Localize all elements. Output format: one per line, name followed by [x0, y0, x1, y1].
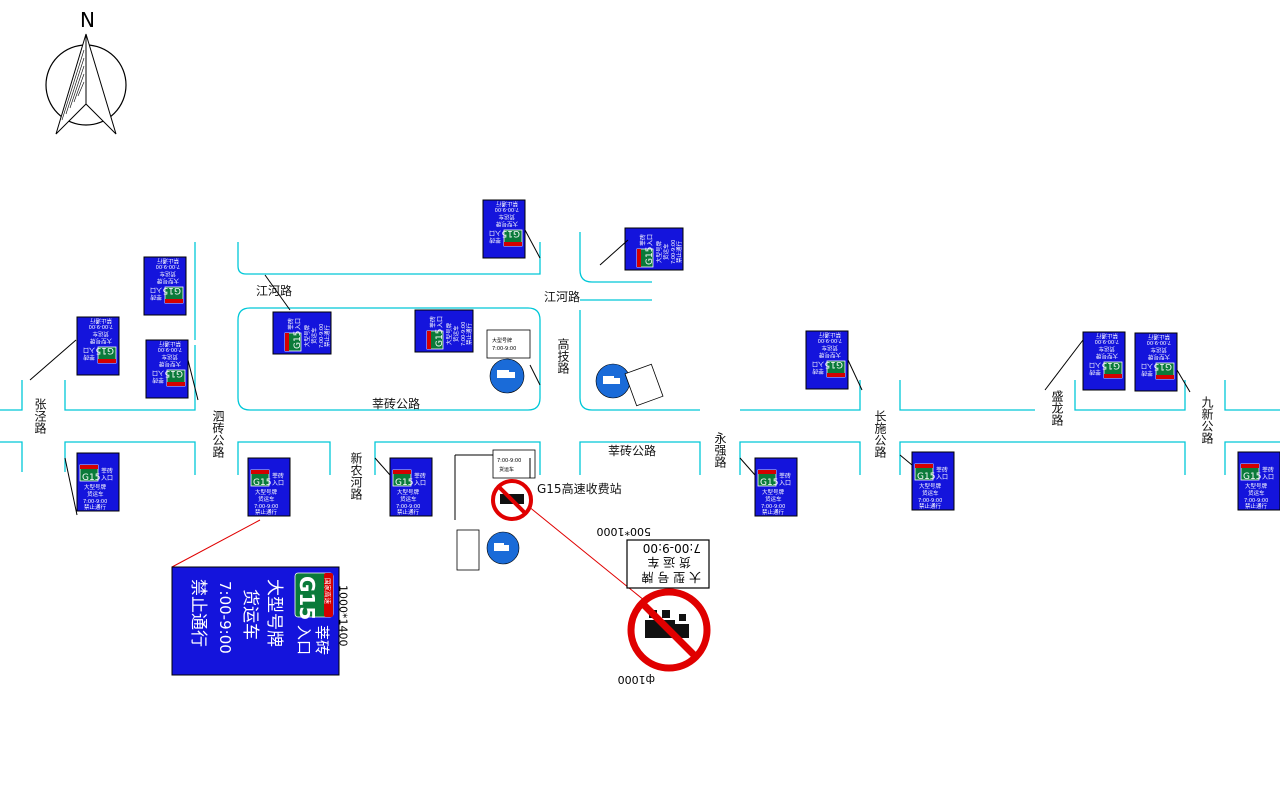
big-plate-line1: 大 型 号 牌	[642, 570, 701, 584]
leader-big-sign	[171, 519, 261, 568]
toll-station-text: G15高速收费站	[537, 481, 622, 496]
mini-sign-yongqiang-south	[754, 457, 798, 517]
mini-sign-changshi-south	[911, 451, 955, 511]
big-sign-badge-route: G15	[295, 576, 319, 620]
svg-text:大型号牌: 大型号牌	[492, 337, 512, 344]
toll-station-label: G15高速收费站	[537, 481, 622, 496]
big-plate-line2: 货 运 车	[647, 555, 691, 570]
compass-north-label: N	[80, 8, 95, 32]
mini-sign-xinnonghe-south	[389, 457, 433, 517]
north-arrow-compass: N	[45, 8, 127, 135]
svg-text:货运车: 货运车	[499, 466, 514, 473]
big-plate-size-label: 500*1000	[597, 525, 652, 538]
road-label-gaoji: 高技路	[556, 337, 570, 375]
big-auxiliary-plate: 大 型 号 牌 货 运 车 7:00-9:00	[626, 539, 710, 589]
road-label-shenglong: 盛龙路	[1050, 389, 1064, 427]
mini-sign-shenglong-north-a	[1082, 331, 1126, 391]
mini-sign-changshi-north	[805, 330, 849, 390]
sign-group-bottom	[64, 451, 1280, 517]
big-sign-line3: 7:00-9:00	[216, 581, 234, 654]
mini-sign-sizhuan-south	[247, 457, 291, 517]
mini-sign-sizhuan-north-b	[145, 339, 189, 399]
mini-sign-gaoji-north	[624, 227, 684, 271]
big-prohibit-size-label: ф1000	[618, 673, 655, 686]
road-label-xinnonghe: 新农河路	[349, 451, 363, 501]
big-sign-badge-top: 国家高速	[324, 578, 333, 605]
big-guide-sign: 国家高速 G15 莘砖 入口 大型号牌 货运车 7:00-9:00 禁止通行	[171, 566, 340, 676]
road-labels: 张泾路 泗砖公路 江河路 江河路 莘砖公路 莘砖公路 新农河路 高技路 永强路 …	[33, 283, 1214, 501]
road-label-jiuxin: 九新公路	[1200, 396, 1214, 445]
road-label-jianghe-right: 江河路	[544, 289, 580, 304]
svg-text:7:00-9:00: 7:00-9:00	[497, 458, 521, 464]
small-symbols: 大型号牌 7:00-9:00 7:00-9:00 货运车	[454, 329, 664, 571]
mini-sign-sizhuan-north-a	[143, 256, 187, 316]
big-sign-line2: 货运车	[240, 589, 260, 640]
big-sign-entry-line1: 莘砖	[313, 625, 331, 655]
mini-sign-shenglong-north-b	[1134, 332, 1178, 392]
road-label-xinzhuan: 莘砖公路	[372, 396, 420, 411]
big-no-truck-sign	[627, 588, 711, 672]
mini-sign-zhangjing-north	[76, 316, 120, 376]
svg-text:7:00-9:00: 7:00-9:00	[492, 346, 516, 352]
road-label-yongqiang: 永强路	[713, 432, 727, 469]
big-plate-line3: 7:00-9:00	[643, 541, 701, 555]
road-label-jianghe-left: 江河路	[256, 283, 292, 298]
road-label-changshi: 长施公路	[873, 410, 887, 459]
mini-sign-north-center	[482, 199, 526, 259]
big-sign-entry-line2: 入口	[295, 625, 313, 655]
mini-sign-jianghe-block-b	[414, 309, 474, 353]
mini-sign-zhangjing-south	[76, 452, 120, 512]
big-sign-line1: 大型号牌	[264, 579, 284, 647]
road-label-sizhuan: 泗砖公路	[211, 410, 225, 459]
sign-group-top	[29, 199, 1191, 401]
road-label-zhangjing: 张泾路	[33, 398, 47, 435]
mini-sign-jiuxin-south	[1237, 451, 1280, 511]
mini-sign-jianghe-block-a	[272, 311, 332, 355]
big-sign-line4: 禁止通行	[188, 579, 208, 647]
big-sign-size-label: 1000*1400	[337, 585, 350, 647]
road-label-xinzhuan-2: 莘砖公路	[608, 443, 656, 458]
